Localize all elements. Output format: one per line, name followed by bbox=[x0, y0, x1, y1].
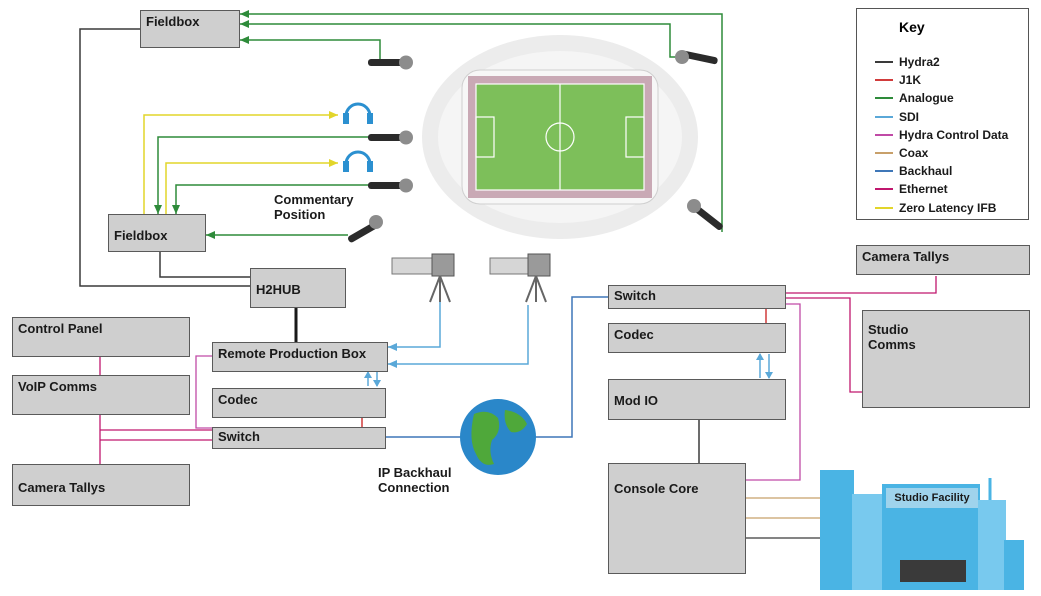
switch-right-box: Switch bbox=[608, 285, 786, 309]
legend-label: Hydra Control Data bbox=[899, 127, 1009, 142]
camera-tallys-left-box: Camera Tallys bbox=[12, 464, 190, 506]
studio-facility-label: Studio Facility bbox=[886, 488, 978, 508]
legend-label: Coax bbox=[899, 146, 929, 160]
legend-swatch bbox=[875, 188, 893, 191]
legend-item: Hydra Control Data bbox=[875, 126, 1008, 144]
codec-left-box: Codec bbox=[212, 388, 386, 418]
switch-left-box: Switch bbox=[212, 427, 386, 449]
voip-comms-box: VoIP Comms bbox=[12, 375, 190, 415]
legend-item: Analogue bbox=[875, 89, 954, 107]
camera-tallys-right-box: Camera Tallys bbox=[856, 245, 1030, 275]
headphones-icon bbox=[343, 150, 373, 172]
fieldbox-top: Fieldbox bbox=[140, 10, 240, 48]
legend-item: Ethernet bbox=[875, 180, 948, 198]
city-buildings-illustration bbox=[820, 470, 1024, 590]
microphone-icon bbox=[687, 199, 723, 231]
fieldbox-mid: Fieldbox bbox=[108, 214, 206, 252]
legend-item: Coax bbox=[875, 144, 928, 162]
microphone-icon bbox=[368, 178, 413, 193]
mod-io-box: Mod IO bbox=[608, 379, 786, 420]
legend-item: Backhaul bbox=[875, 162, 952, 180]
legend-label: Hydra2 bbox=[899, 55, 940, 69]
microphone-icon bbox=[348, 215, 383, 243]
microphone-icon bbox=[368, 55, 413, 70]
legend-item: Zero Latency IFB bbox=[875, 199, 996, 217]
legend-swatch bbox=[875, 115, 893, 118]
legend-swatch bbox=[875, 206, 893, 209]
legend-swatch bbox=[875, 133, 893, 136]
remote-production-box: Remote Production Box bbox=[212, 342, 388, 372]
headphones-icon bbox=[343, 102, 373, 124]
legend-swatch bbox=[875, 61, 893, 63]
legend-label: Analogue bbox=[899, 91, 954, 106]
legend-label: Zero Latency IFB bbox=[899, 200, 997, 215]
microphone-icon bbox=[368, 130, 413, 145]
legend-label: SDI bbox=[899, 109, 920, 124]
legend-item: Hydra2 bbox=[875, 53, 940, 71]
legend-swatch bbox=[875, 170, 893, 173]
broadcast-camera-icon bbox=[391, 253, 455, 303]
control-panel-box: Control Panel bbox=[12, 317, 190, 357]
console-core-box: Console Core bbox=[608, 463, 746, 574]
legend-swatch bbox=[875, 79, 893, 82]
ip-backhaul-label: IP Backhaul Connection bbox=[378, 465, 452, 495]
legend-label: Backhaul bbox=[899, 164, 953, 179]
microphone-icon bbox=[675, 50, 718, 65]
legend-label: Ethernet bbox=[899, 182, 948, 197]
legend-swatch bbox=[875, 152, 893, 154]
codec-right-box: Codec bbox=[608, 323, 786, 353]
legend-title: Key bbox=[899, 19, 925, 35]
h2hub-box: H2HUB bbox=[250, 268, 346, 308]
studio-comms-box: Studio Comms bbox=[862, 310, 1030, 408]
legend-item: J1K bbox=[875, 71, 921, 89]
commentary-position-label: Commentary Position bbox=[274, 192, 354, 222]
stadium-illustration bbox=[422, 35, 698, 239]
broadcast-camera-icon bbox=[489, 253, 551, 303]
legend-item: SDI bbox=[875, 108, 919, 126]
globe-icon bbox=[460, 399, 536, 475]
legend-label: J1K bbox=[899, 73, 922, 88]
legend-swatch bbox=[875, 97, 893, 100]
